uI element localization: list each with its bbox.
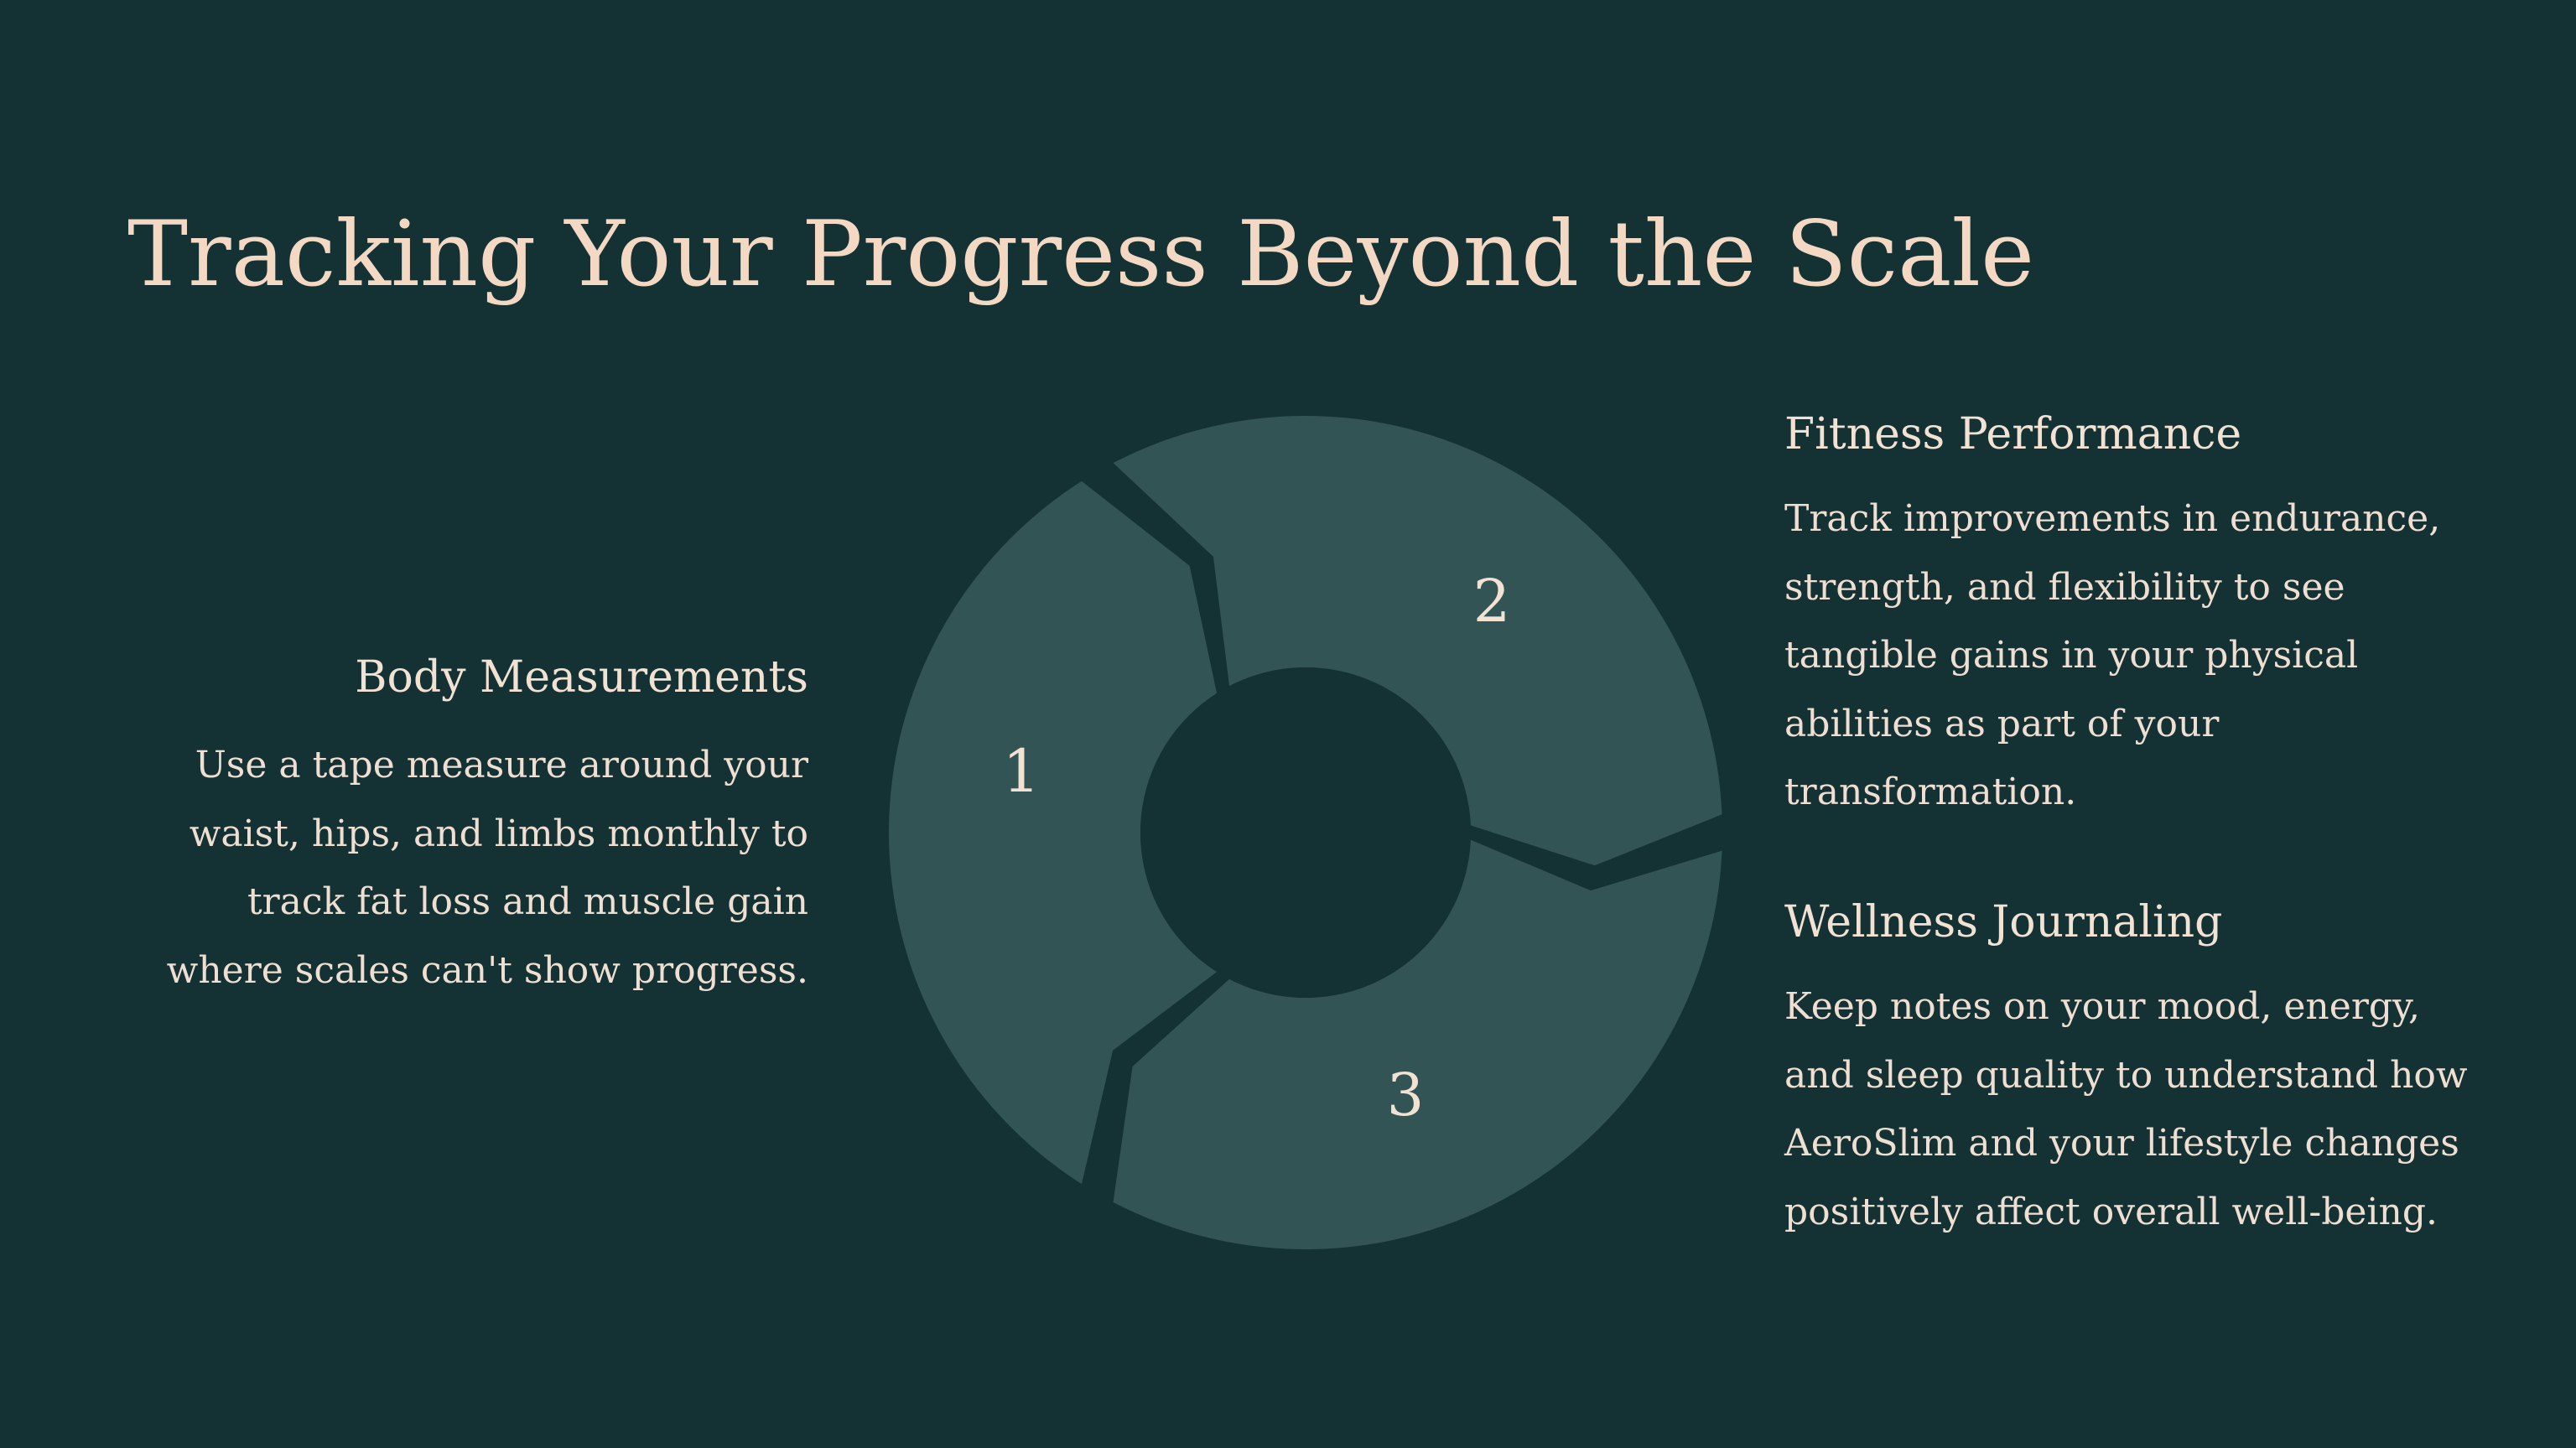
cycle-segment-3 [1113,839,1722,1249]
slide-title: Tracking Your Progress Beyond the Scale [127,202,2035,307]
body-measurements-heading: Body Measurements [355,652,808,703]
body-measurements-block: Body Measurements Use a tape measure aro… [70,644,808,1004]
cycle-label-1: 1 [1003,737,1041,806]
fitness-performance-heading: Fitness Performance [1784,409,2242,459]
cycle-diagram: 1 2 3 [889,416,1722,1249]
wellness-journaling-heading: Wellness Journaling [1784,897,2223,947]
cycle-label-2: 2 [1473,567,1511,636]
fitness-performance-text: Track improvements in endurance,strength… [1784,497,2441,813]
cycle-segment-1 [889,480,1218,1185]
cycle-segment-2 [1113,416,1722,866]
cycle-center-hole [1140,667,1471,998]
cycle-label-3: 3 [1387,1061,1425,1129]
wellness-journaling-text: Keep notes on your mood, energy,and slee… [1784,985,2468,1233]
fitness-performance-block: Fitness Performance Track improvements i… [1784,401,2506,827]
wellness-journaling-block: Wellness Journaling Keep notes on your m… [1784,889,2506,1246]
